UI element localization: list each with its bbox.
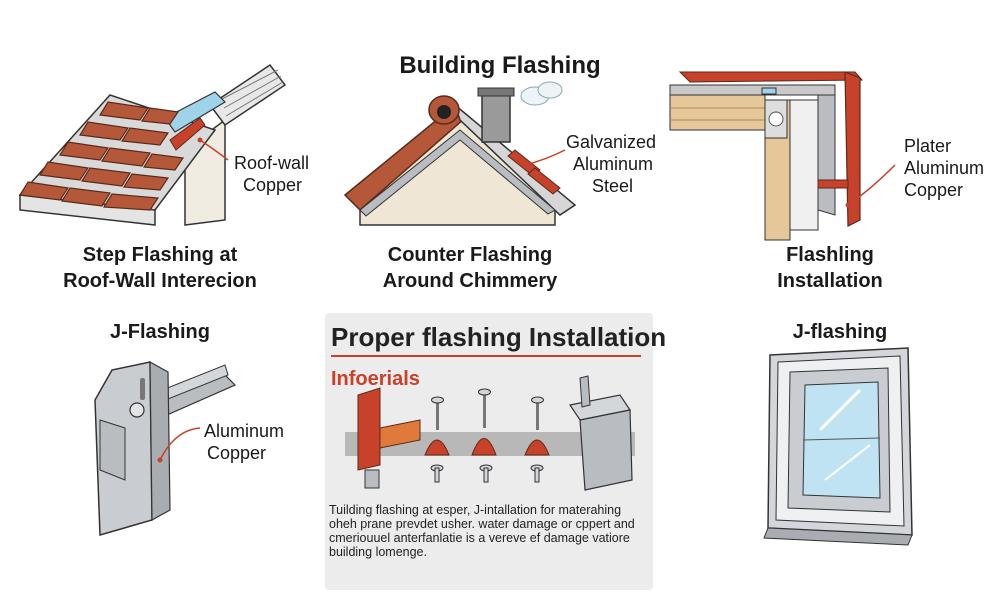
main-title: Building Flashing xyxy=(399,52,601,79)
j-flashing-right-title: J-flashing xyxy=(792,321,888,343)
proper-panel-text-line2: oheh prane prevdet usher. water damage o… xyxy=(329,517,635,531)
proper-panel-text-line4: building lomenge. xyxy=(329,545,427,559)
counter-flashing-title-line2: Around Chimmery xyxy=(382,270,558,292)
step-flashing-label-line2: Copper xyxy=(243,175,303,195)
step-flashing-title-line2: Roof-Wall Interecion xyxy=(63,270,257,292)
panel-title-underline xyxy=(331,355,641,357)
counter-flashing-label-line2: Aluminum xyxy=(573,154,654,174)
j-flashing-left-label-line1: Aluminum xyxy=(204,421,285,441)
flashing-installation-label-line1: Plater xyxy=(904,136,952,156)
proper-panel-title: Proper flashing Installation xyxy=(331,322,667,352)
counter-flashing-title-line1: Counter Flashing xyxy=(387,244,553,266)
step-flashing-title-line1: Step Flashing at xyxy=(82,244,238,266)
counter-flashing-label-line3: Steel xyxy=(592,176,634,196)
flashing-installation-label-line2: Aluminum xyxy=(904,158,985,178)
proper-panel-text-line3: cmeriouuel anterfanlatie is a vereve ef … xyxy=(329,531,630,545)
flashing-installation-title-line1: Flashling xyxy=(786,244,874,266)
proper-panel-text-line1: Tuilding flashing at esper, J-intallatio… xyxy=(329,503,622,517)
flashing-installation-title-line2: Installation xyxy=(777,270,883,292)
flashing-installation-label-line3: Copper xyxy=(904,180,964,200)
j-flashing-left-label-line2: Copper xyxy=(207,443,267,463)
proper-panel-subtitle: Infoerials xyxy=(331,368,420,390)
j-flashing-left-title: J-Flashing xyxy=(109,321,210,343)
counter-flashing-label-line1: Galvanized xyxy=(566,132,657,152)
step-flashing-label-line1: Roof-wall xyxy=(234,153,310,173)
